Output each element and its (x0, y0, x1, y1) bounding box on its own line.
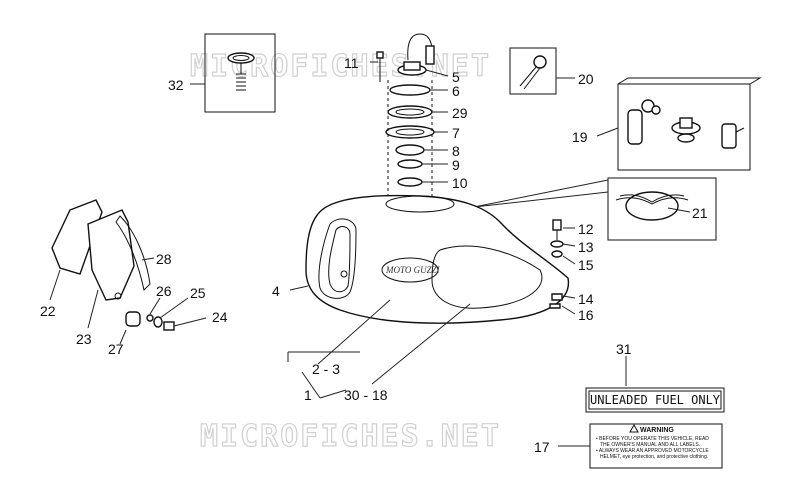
callout-14: 14 (578, 291, 594, 307)
callout-11: 11 (344, 55, 359, 71)
callout-2-3: 2 - 3 (312, 361, 340, 377)
callout-28: 28 (156, 251, 172, 267)
part-32-inset (204, 33, 276, 113)
warning-line-3: • ALWAYS WEAR AN APPROVED MOTORCYCLE (596, 448, 709, 454)
warning-line-4: HELMET, eye protection, and protective c… (600, 454, 708, 460)
callout-13: 13 (578, 239, 594, 255)
part-21-inset (607, 177, 717, 241)
callout-22: 22 (40, 303, 56, 319)
callout-30-18: 30 - 18 (344, 387, 388, 403)
tank-logo: MOTO GUZZI (385, 265, 441, 275)
warning-line-2: THE OWNER'S MANUAL AND ALL LABELS. (600, 442, 700, 448)
callout-26: 26 (156, 283, 172, 299)
callout-21: 21 (692, 205, 708, 221)
unleaded-fuel-sticker: UNLEADED FUEL ONLY (585, 387, 725, 413)
callout-19: 19 (572, 129, 588, 145)
callout-8: 8 (452, 143, 460, 159)
callout-32: 32 (168, 77, 184, 93)
callout-12: 12 (578, 221, 594, 237)
warning-line-1: • BEFORE YOU OPERATE THIS VEHICLE, READ (596, 436, 709, 442)
watermark-bottom: MICROFICHES.NET (200, 419, 501, 454)
callout-31: 31 (616, 341, 632, 357)
callout-labels: 1 2 - 3 4 5 6 29 7 8 9 10 11 12 13 15 14… (40, 55, 708, 455)
callout-24: 24 (212, 309, 228, 325)
part-20-inset (509, 47, 557, 95)
callout-1: 1 (304, 387, 312, 403)
warning-title: WARNING (640, 427, 674, 434)
callout-25: 25 (190, 285, 206, 301)
callout-23: 23 (76, 331, 92, 347)
callout-6: 6 (452, 83, 460, 99)
callout-4: 4 (272, 283, 280, 299)
callout-15: 15 (578, 257, 594, 273)
small-hardware (125, 311, 175, 331)
filler-cap-stack (376, 33, 435, 198)
callout-7: 7 (452, 125, 460, 141)
callout-16: 16 (578, 307, 594, 323)
callout-10: 10 (452, 175, 468, 191)
side-mount-hardware (549, 219, 564, 309)
warning-sticker: WARNING • BEFORE YOU OPERATE THIS VEHICL… (589, 423, 723, 469)
callout-20: 20 (578, 71, 594, 87)
warning-triangle-icon (629, 423, 639, 433)
fuel-tank: MOTO GUZZI (305, 194, 570, 324)
callout-5: 5 (452, 69, 460, 85)
callout-27: 27 (108, 341, 124, 357)
side-panels (51, 199, 151, 301)
callout-17: 17 (534, 439, 550, 455)
callout-29: 29 (452, 105, 468, 121)
part-19-inset (617, 77, 762, 171)
unleaded-fuel-label: UNLEADED FUEL ONLY (590, 393, 721, 407)
callout-9: 9 (452, 157, 460, 173)
